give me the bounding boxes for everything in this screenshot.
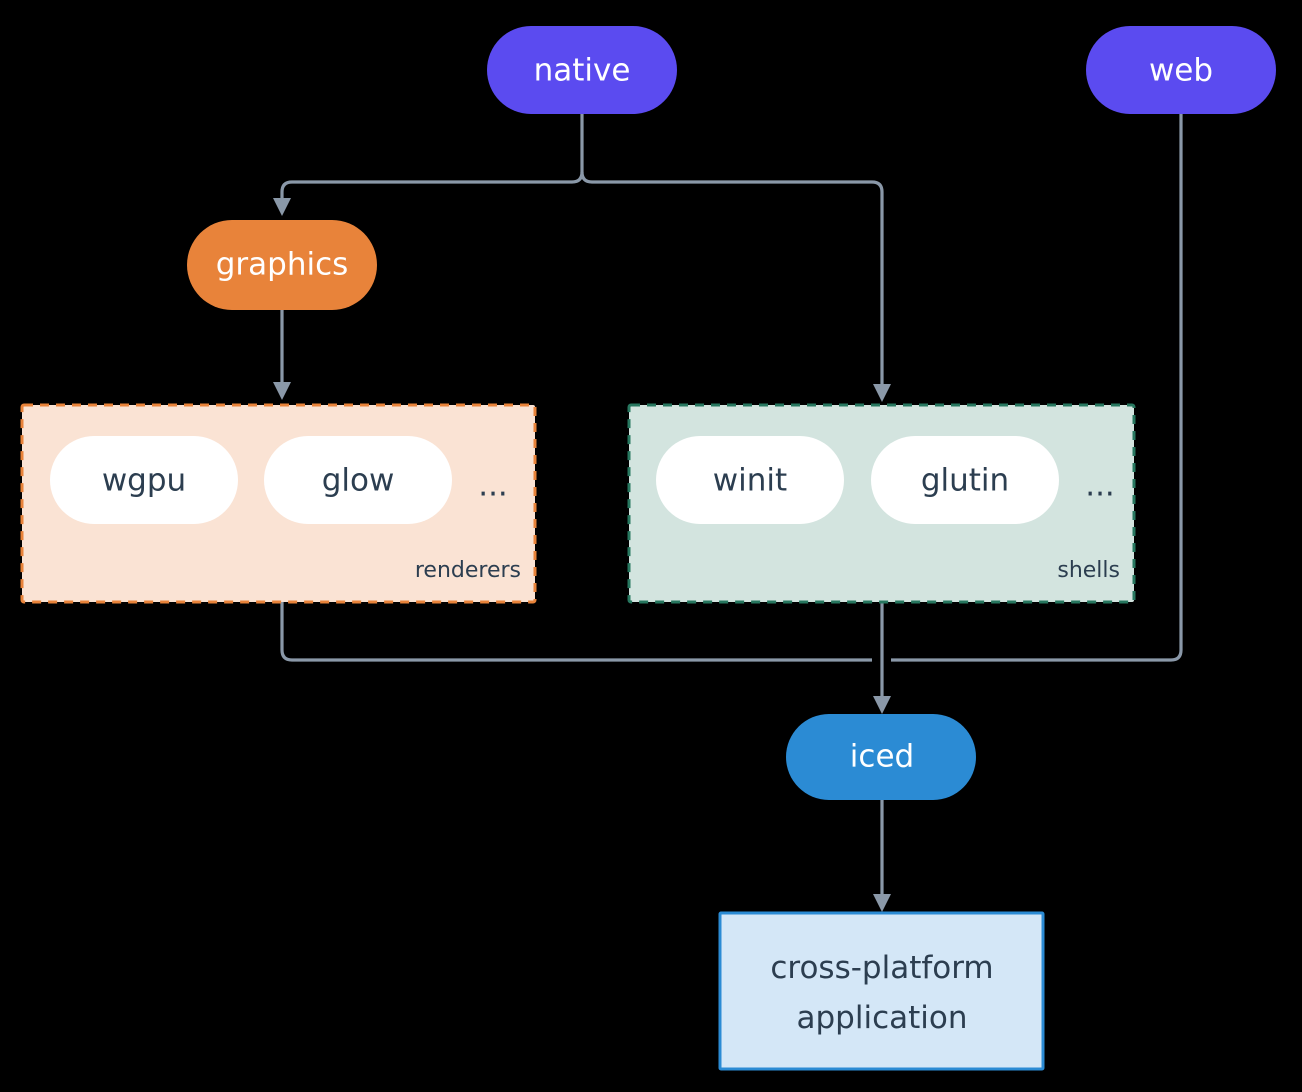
edge-renderers-to-merge: [280, 602, 872, 662]
node-web-label: web: [1149, 53, 1213, 89]
shells-overflow-ellipsis: ...: [1085, 468, 1115, 504]
node-native-label: native: [534, 53, 631, 89]
edge-layer: [273, 114, 1183, 912]
shells-caption: shells: [1057, 558, 1120, 583]
chip-glutin[interactable]: glutin: [871, 436, 1059, 524]
edge-web-to-merge: [891, 114, 1183, 662]
arrowhead-to-renderers: [273, 382, 291, 400]
node-application-label-line-1: cross-platform: [770, 950, 993, 986]
node-iced-shape: [786, 714, 976, 800]
chip-glutin-label: glutin: [921, 463, 1009, 499]
node-iced[interactable]: iced: [786, 714, 976, 800]
node-application[interactable]: cross-platform application: [718, 911, 1045, 1071]
node-application-label-line-2: application: [797, 1000, 968, 1036]
arrowhead-to-iced: [873, 696, 891, 714]
edge-native-to-shells: [580, 171, 884, 390]
node-native[interactable]: native: [487, 26, 677, 114]
chip-winit[interactable]: winit: [656, 436, 844, 524]
renderers-caption: renderers: [415, 558, 521, 583]
edge-native-to-graphics: [280, 171, 584, 208]
node-web-shape: [1086, 26, 1276, 114]
chip-glow-label: glow: [322, 463, 395, 499]
renderers-overflow-ellipsis: ...: [478, 468, 508, 504]
arrowhead-to-application: [873, 894, 891, 912]
node-native-shape: [487, 26, 677, 114]
arrowhead-to-shells: [873, 384, 891, 402]
group-renderers: wgpu glow ... renderers: [20, 403, 537, 604]
node-graphics-shape: [187, 220, 377, 310]
chip-glow-shape: [264, 436, 452, 524]
chip-winit-shape: [656, 436, 844, 524]
chip-wgpu-shape: [50, 436, 238, 524]
node-graphics[interactable]: graphics: [187, 220, 377, 310]
node-application-shape: [718, 911, 1045, 1071]
chip-winit-label: winit: [713, 463, 787, 499]
chip-glow[interactable]: glow: [264, 436, 452, 524]
arrowhead-to-graphics: [273, 198, 291, 216]
chip-wgpu-label: wgpu: [102, 463, 186, 499]
group-shells: winit glutin ... shells: [627, 403, 1136, 604]
chip-glutin-shape: [871, 436, 1059, 524]
node-graphics-label: graphics: [216, 247, 349, 283]
node-web[interactable]: web: [1086, 26, 1276, 114]
node-iced-label: iced: [850, 739, 914, 775]
chip-wgpu[interactable]: wgpu: [50, 436, 238, 524]
